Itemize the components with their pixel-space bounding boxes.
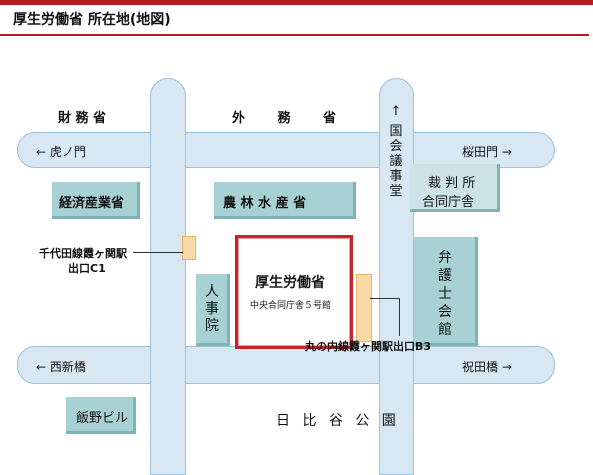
station-chiyoda-label: 千代田線霞ヶ関駅 [39, 247, 127, 260]
header-rule [0, 34, 589, 36]
building-saibansho: 裁 判 所 合同庁舎 [410, 164, 500, 212]
road-upper [17, 132, 555, 168]
label-toranomon: ← 虎ノ門 [36, 145, 86, 159]
building-keizai-label: 経済産業省 [59, 196, 125, 211]
leader-line [133, 252, 183, 253]
intersection [380, 347, 413, 383]
label-iwaidabashi: 祝田橋 → [462, 360, 512, 374]
building-mhlw-sublabel: 中央合同庁舎５号館 [250, 301, 332, 311]
label-gaimusho: 外 務 省 [232, 111, 351, 126]
leader-line [399, 298, 400, 336]
building-jinjiin: 人事院 [196, 274, 230, 346]
label-hibiya-park: 日 比 谷 公 園 [276, 413, 400, 429]
building-saibansho-label1: 裁 判 所 [428, 176, 476, 191]
arrow-up-icon: ↑ [390, 104, 402, 119]
building-keizai: 経済産業省 [52, 182, 140, 219]
intersection [380, 133, 413, 167]
road-lower [17, 346, 555, 384]
building-norin: 農 林 水 産 省 [214, 182, 356, 219]
label-nishishinbashi: ← 西新橋 [36, 360, 86, 374]
building-jinjiin-label: 人事院 [205, 284, 219, 334]
building-iino-label: 飯野ビル [76, 411, 129, 426]
building-mhlw-label: 厚生労働省 [255, 275, 325, 291]
building-mhlw: 厚生労働省 中央合同庁舎５号館 [235, 235, 353, 349]
intersection [151, 133, 185, 167]
building-iino: 飯野ビル [66, 397, 136, 434]
location-map: 財 務 省 外 務 省 ↑ 国会議事堂 ← 虎ノ門 桜田門 → ← 西新橋 祝田… [0, 40, 593, 475]
building-norin-label: 農 林 水 産 省 [223, 196, 307, 211]
page-title: 厚生労働省 所在地(地図) [13, 12, 171, 28]
building-bengoshi: 弁護士会館 [414, 237, 478, 346]
intersection [151, 347, 185, 383]
building-saibansho-label2: 合同庁舎 [422, 195, 475, 210]
station-marunouchi-label: 丸の内線霞ヶ関駅出口B3 [305, 340, 432, 353]
building-bengoshi-label: 弁護士会館 [438, 250, 452, 338]
page-header: 厚生労働省 所在地(地図) [0, 0, 593, 38]
entrance-c1-marker [182, 236, 196, 260]
label-kokkai: 国会議事堂 [389, 124, 403, 199]
header-top-stripe [0, 0, 593, 5]
label-sakuradamon: 桜田門 → [462, 145, 512, 159]
leader-line [370, 298, 400, 299]
station-chiyoda-exit: 出口C1 [68, 262, 106, 275]
entrance-b3-marker [356, 274, 372, 342]
label-zaimusho: 財 務 省 [58, 111, 107, 126]
